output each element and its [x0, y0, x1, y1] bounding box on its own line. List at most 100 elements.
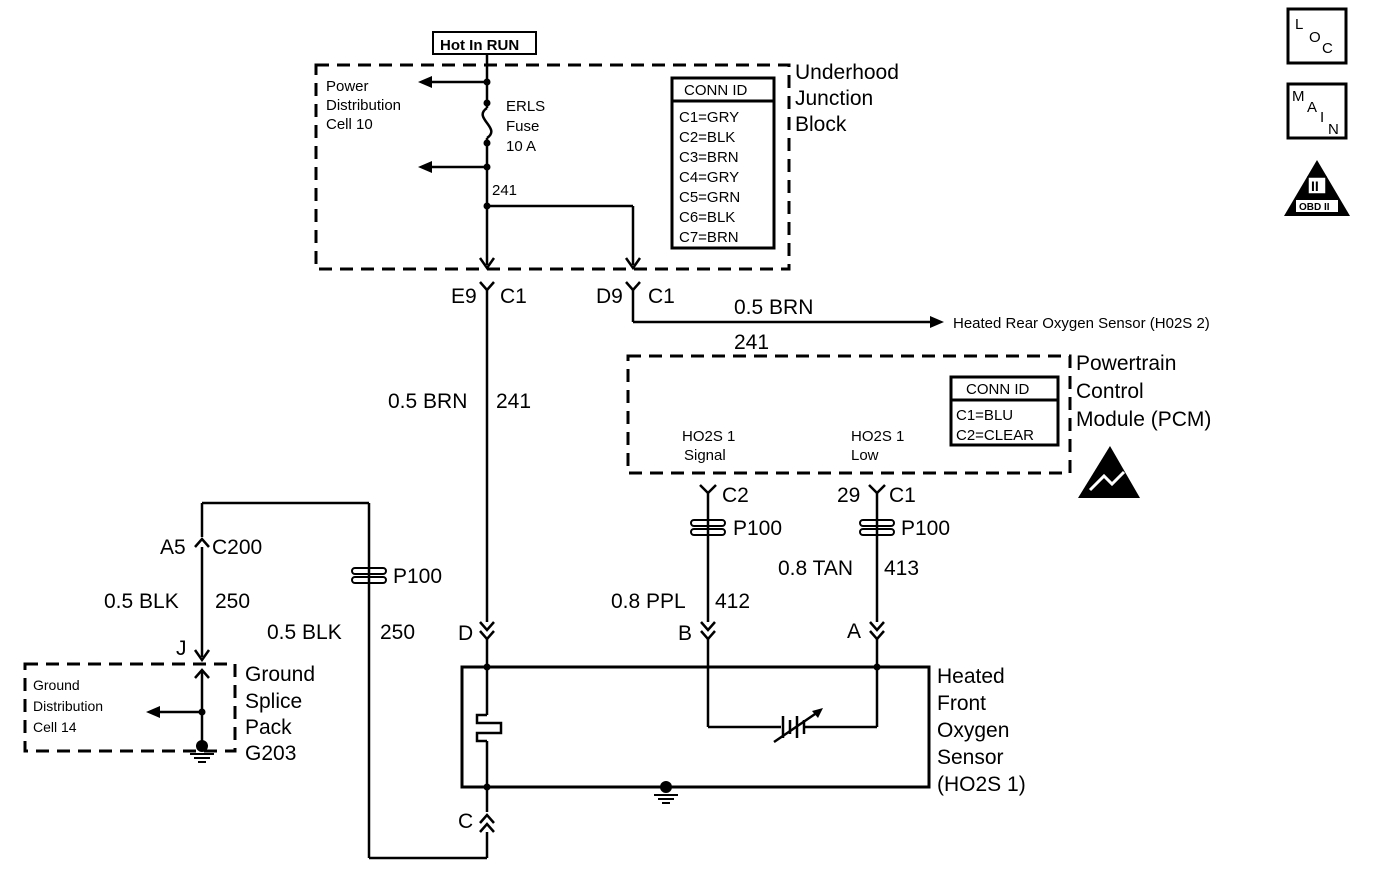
- svg-text:C6=BLK: C6=BLK: [679, 209, 735, 226]
- svg-text:Control: Control: [1076, 380, 1144, 403]
- svg-text:Sensor: Sensor: [937, 746, 1004, 769]
- tan-wire-label: 0.8 TAN: [778, 557, 853, 580]
- pcm-outline: [626, 354, 1072, 475]
- svg-text:Junction: Junction: [795, 87, 873, 110]
- connector-c: C: [458, 810, 495, 833]
- p100-connector-413: P100: [859, 517, 950, 540]
- power-distribution-label: Power Distribution Cell 10: [326, 78, 401, 133]
- svg-text:N: N: [1328, 121, 1339, 138]
- sensor-internal-wiring: [475, 639, 881, 812]
- svg-text:P100: P100: [733, 517, 782, 540]
- svg-text:Power: Power: [326, 78, 369, 95]
- ppl-wire-label: 0.8 PPL: [611, 590, 686, 613]
- main-circuit-label: 241: [496, 390, 531, 413]
- svg-text:Cell 10: Cell 10: [326, 116, 373, 133]
- main-wire-label: 0.5 BRN: [388, 390, 467, 413]
- sensor-ground-icon: [654, 781, 678, 804]
- ujb-circuit-241: 241: [492, 182, 517, 199]
- svg-text:Ground: Ground: [33, 677, 80, 693]
- svg-text:Block: Block: [795, 113, 847, 136]
- svg-text:C1=GRY: C1=GRY: [679, 109, 739, 126]
- svg-text:10 A: 10 A: [506, 138, 536, 155]
- svg-text:P100: P100: [901, 517, 950, 540]
- svg-text:Powertrain: Powertrain: [1076, 352, 1176, 375]
- svg-text:E9: E9: [451, 285, 477, 308]
- svg-text:Heated: Heated: [937, 665, 1005, 688]
- pcm-title: Powertrain Control Module (PCM): [1076, 352, 1211, 431]
- svg-text:C7=BRN: C7=BRN: [679, 229, 739, 246]
- svg-text:HO2S 1: HO2S 1: [682, 428, 735, 445]
- main-icon[interactable]: M A I N: [1286, 82, 1348, 140]
- svg-text:Module (PCM): Module (PCM): [1076, 408, 1211, 431]
- svg-text:L: L: [1295, 16, 1303, 33]
- svg-text:(HO2S 1): (HO2S 1): [937, 773, 1026, 796]
- svg-text:CONN ID: CONN ID: [966, 381, 1030, 398]
- svg-text:OBD II: OBD II: [1299, 202, 1330, 213]
- svg-text:A5: A5: [160, 536, 186, 559]
- pcm-signal-label: HO2S 1 Signal: [682, 428, 735, 464]
- loc-icon[interactable]: L O C: [1286, 7, 1348, 65]
- svg-text:B: B: [678, 622, 692, 645]
- wire-to-rear-oxygen-sensor: [631, 290, 944, 328]
- svg-text:C1: C1: [500, 285, 527, 308]
- underhood-junction-block-title: Underhood Junction Block: [795, 61, 899, 136]
- svg-text:D9: D9: [596, 285, 623, 308]
- blk1-wire-label: 0.5 BLK: [104, 590, 179, 613]
- svg-text:C2=CLEAR: C2=CLEAR: [956, 427, 1034, 444]
- svg-text:P100: P100: [393, 565, 442, 588]
- tan-circuit-label: 413: [884, 557, 919, 580]
- svg-text:Oxygen: Oxygen: [937, 719, 1009, 742]
- svg-text:Splice: Splice: [245, 690, 302, 713]
- svg-text:Distribution: Distribution: [326, 97, 401, 114]
- ground-splice-pack-title: Ground Splice Pack G203: [245, 663, 315, 765]
- svg-text:C200: C200: [212, 536, 262, 559]
- connector-b: B: [678, 621, 716, 645]
- fuse-icon: [481, 106, 493, 140]
- blk2-wire-label: 0.5 BLK: [267, 621, 342, 644]
- pcm-conn-id-table: CONN ID C1=BLU C2=CLEAR: [949, 375, 1060, 447]
- blk2-circuit-label: 250: [380, 621, 415, 644]
- connector-a5-c200: A5 C200: [160, 536, 262, 559]
- p100-connector-250: P100: [351, 565, 442, 588]
- svg-text:Pack: Pack: [245, 716, 292, 739]
- svg-text:C5=GRN: C5=GRN: [679, 189, 740, 206]
- erls-fuse-label: ERLS Fuse 10 A: [506, 98, 545, 155]
- svg-text:Fuse: Fuse: [506, 118, 539, 135]
- connector-a: A: [847, 620, 885, 643]
- svg-text:C: C: [458, 810, 473, 833]
- svg-text:CONN ID: CONN ID: [684, 82, 748, 99]
- sensor-title: Heated Front Oxygen Sensor (HO2S 1): [937, 665, 1026, 796]
- hot-in-run-label: Hot In RUN: [432, 31, 537, 55]
- heater-element-icon: [475, 713, 503, 743]
- svg-text:C1: C1: [648, 285, 675, 308]
- connector-j: J: [176, 637, 187, 660]
- svg-text:Signal: Signal: [684, 447, 726, 464]
- obd-ii-icon[interactable]: II OBD II: [1284, 160, 1350, 216]
- variable-cell-icon: [773, 708, 823, 744]
- esd-sensitive-icon: [1078, 446, 1140, 498]
- svg-text:C2: C2: [722, 484, 749, 507]
- blk1-circuit-label: 250: [215, 590, 250, 613]
- svg-text:Front: Front: [937, 692, 986, 715]
- ppl-circuit-label: 412: [715, 590, 750, 613]
- p100-connector-412: P100: [690, 517, 782, 540]
- svg-text:Hot In RUN: Hot In RUN: [440, 37, 519, 54]
- connector-e9-c1: E9 C1: [451, 281, 527, 308]
- connector-d9-c1: D9 C1: [596, 281, 675, 308]
- svg-text:Cell 14: Cell 14: [33, 719, 77, 735]
- svg-text:G203: G203: [245, 742, 296, 765]
- ujb-bus-wire: [418, 54, 642, 271]
- ground-splice-wiring: [146, 668, 214, 763]
- arrow-left-icon: [418, 161, 432, 173]
- ujb-conn-id-table: CONN ID C1=GRY C2=BLK C3=BRN C4=GRY C5=G…: [670, 76, 776, 250]
- arrow-left-icon: [146, 706, 160, 718]
- svg-text:C1: C1: [889, 484, 916, 507]
- svg-text:ERLS: ERLS: [506, 98, 545, 115]
- svg-text:D: D: [458, 622, 473, 645]
- svg-text:Underhood: Underhood: [795, 61, 899, 84]
- svg-text:Low: Low: [851, 447, 879, 464]
- rear-sensor-destination: Heated Rear Oxygen Sensor (H02S 2): [953, 315, 1210, 332]
- connector-d: D: [458, 621, 495, 645]
- rear-circuit-label: 241: [734, 331, 769, 354]
